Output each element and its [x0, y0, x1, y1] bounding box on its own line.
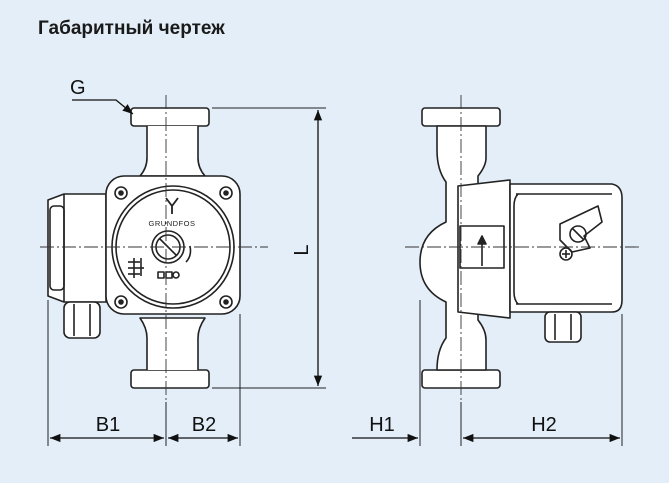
- extension-lines: [47, 107, 623, 446]
- side-view: [419, 107, 623, 389]
- grundfos-logo-text: GRUNDFOS: [149, 219, 196, 228]
- label-h2: H2: [531, 414, 557, 436]
- label-g: G: [70, 77, 86, 99]
- dimension-lines: [50, 99, 620, 443]
- center-lines: [40, 95, 640, 402]
- label-b2: B2: [192, 414, 216, 436]
- page-title: Габаритный чертеж: [38, 18, 225, 39]
- front-view: [47, 107, 241, 389]
- label-l: L: [291, 244, 313, 255]
- label-h1: H1: [369, 414, 395, 436]
- label-b1: B1: [96, 414, 120, 436]
